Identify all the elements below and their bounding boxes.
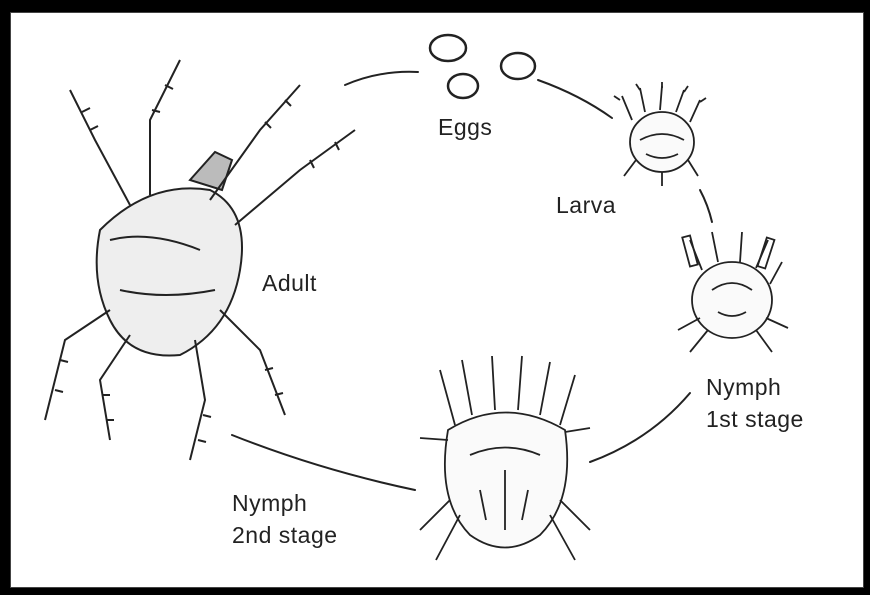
- arrow-adult-to-eggs: [345, 72, 418, 85]
- label-adult: Adult: [262, 268, 317, 298]
- nymph-second-stage-illustration: [420, 356, 590, 560]
- arrow-eggs-to-larva: [538, 80, 612, 118]
- adult-illustration: [45, 60, 355, 460]
- larva-illustration: [614, 82, 706, 186]
- eggs-illustration: [430, 35, 535, 98]
- label-nymph-second-stage-line2: 2nd stage: [232, 520, 338, 550]
- nymph-first-stage-illustration: [678, 232, 788, 352]
- arrow-nymph1-to-nymph2: [590, 393, 690, 462]
- label-nymph-first-stage-line1: Nymph: [706, 372, 781, 402]
- label-eggs: Eggs: [438, 112, 492, 142]
- label-nymph-second-stage-line1: Nymph: [232, 488, 307, 518]
- label-larva: Larva: [556, 190, 616, 220]
- arrow-nymph2-to-adult: [232, 435, 415, 490]
- label-nymph-first-stage-line2: 1st stage: [706, 404, 804, 434]
- arrow-larva-to-nymph1: [700, 190, 712, 222]
